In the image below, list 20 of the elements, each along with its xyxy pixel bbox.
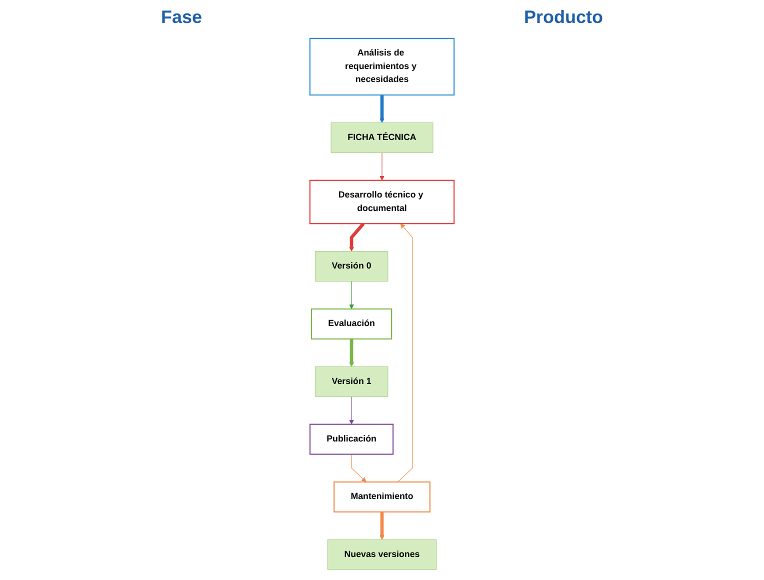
arrow: [380, 512, 384, 540]
node-box: Publicación: [309, 424, 394, 455]
column-header: Fase: [160, 6, 202, 28]
node-box: FICHA TÉCNICA: [330, 122, 434, 153]
node-box: Evaluación: [310, 308, 392, 340]
arrow: [349, 281, 354, 310]
arrow: [349, 222, 365, 252]
arrow: [398, 223, 413, 482]
arrow: [351, 454, 366, 482]
node-box: Versión 1: [314, 366, 388, 397]
node-box: Versión 0: [314, 251, 388, 282]
arrow: [349, 396, 354, 425]
node-box: Nuevas versiones: [327, 539, 437, 570]
node-box: Desarrollo técnico y documental: [309, 180, 455, 224]
node-box: Análisis de requerimientos y necesidades: [309, 38, 455, 96]
arrow: [349, 338, 354, 367]
arrow: [380, 152, 384, 181]
arrow: [380, 94, 384, 123]
column-header: Producto: [524, 6, 603, 28]
node-box: Mantenimiento: [334, 481, 430, 512]
